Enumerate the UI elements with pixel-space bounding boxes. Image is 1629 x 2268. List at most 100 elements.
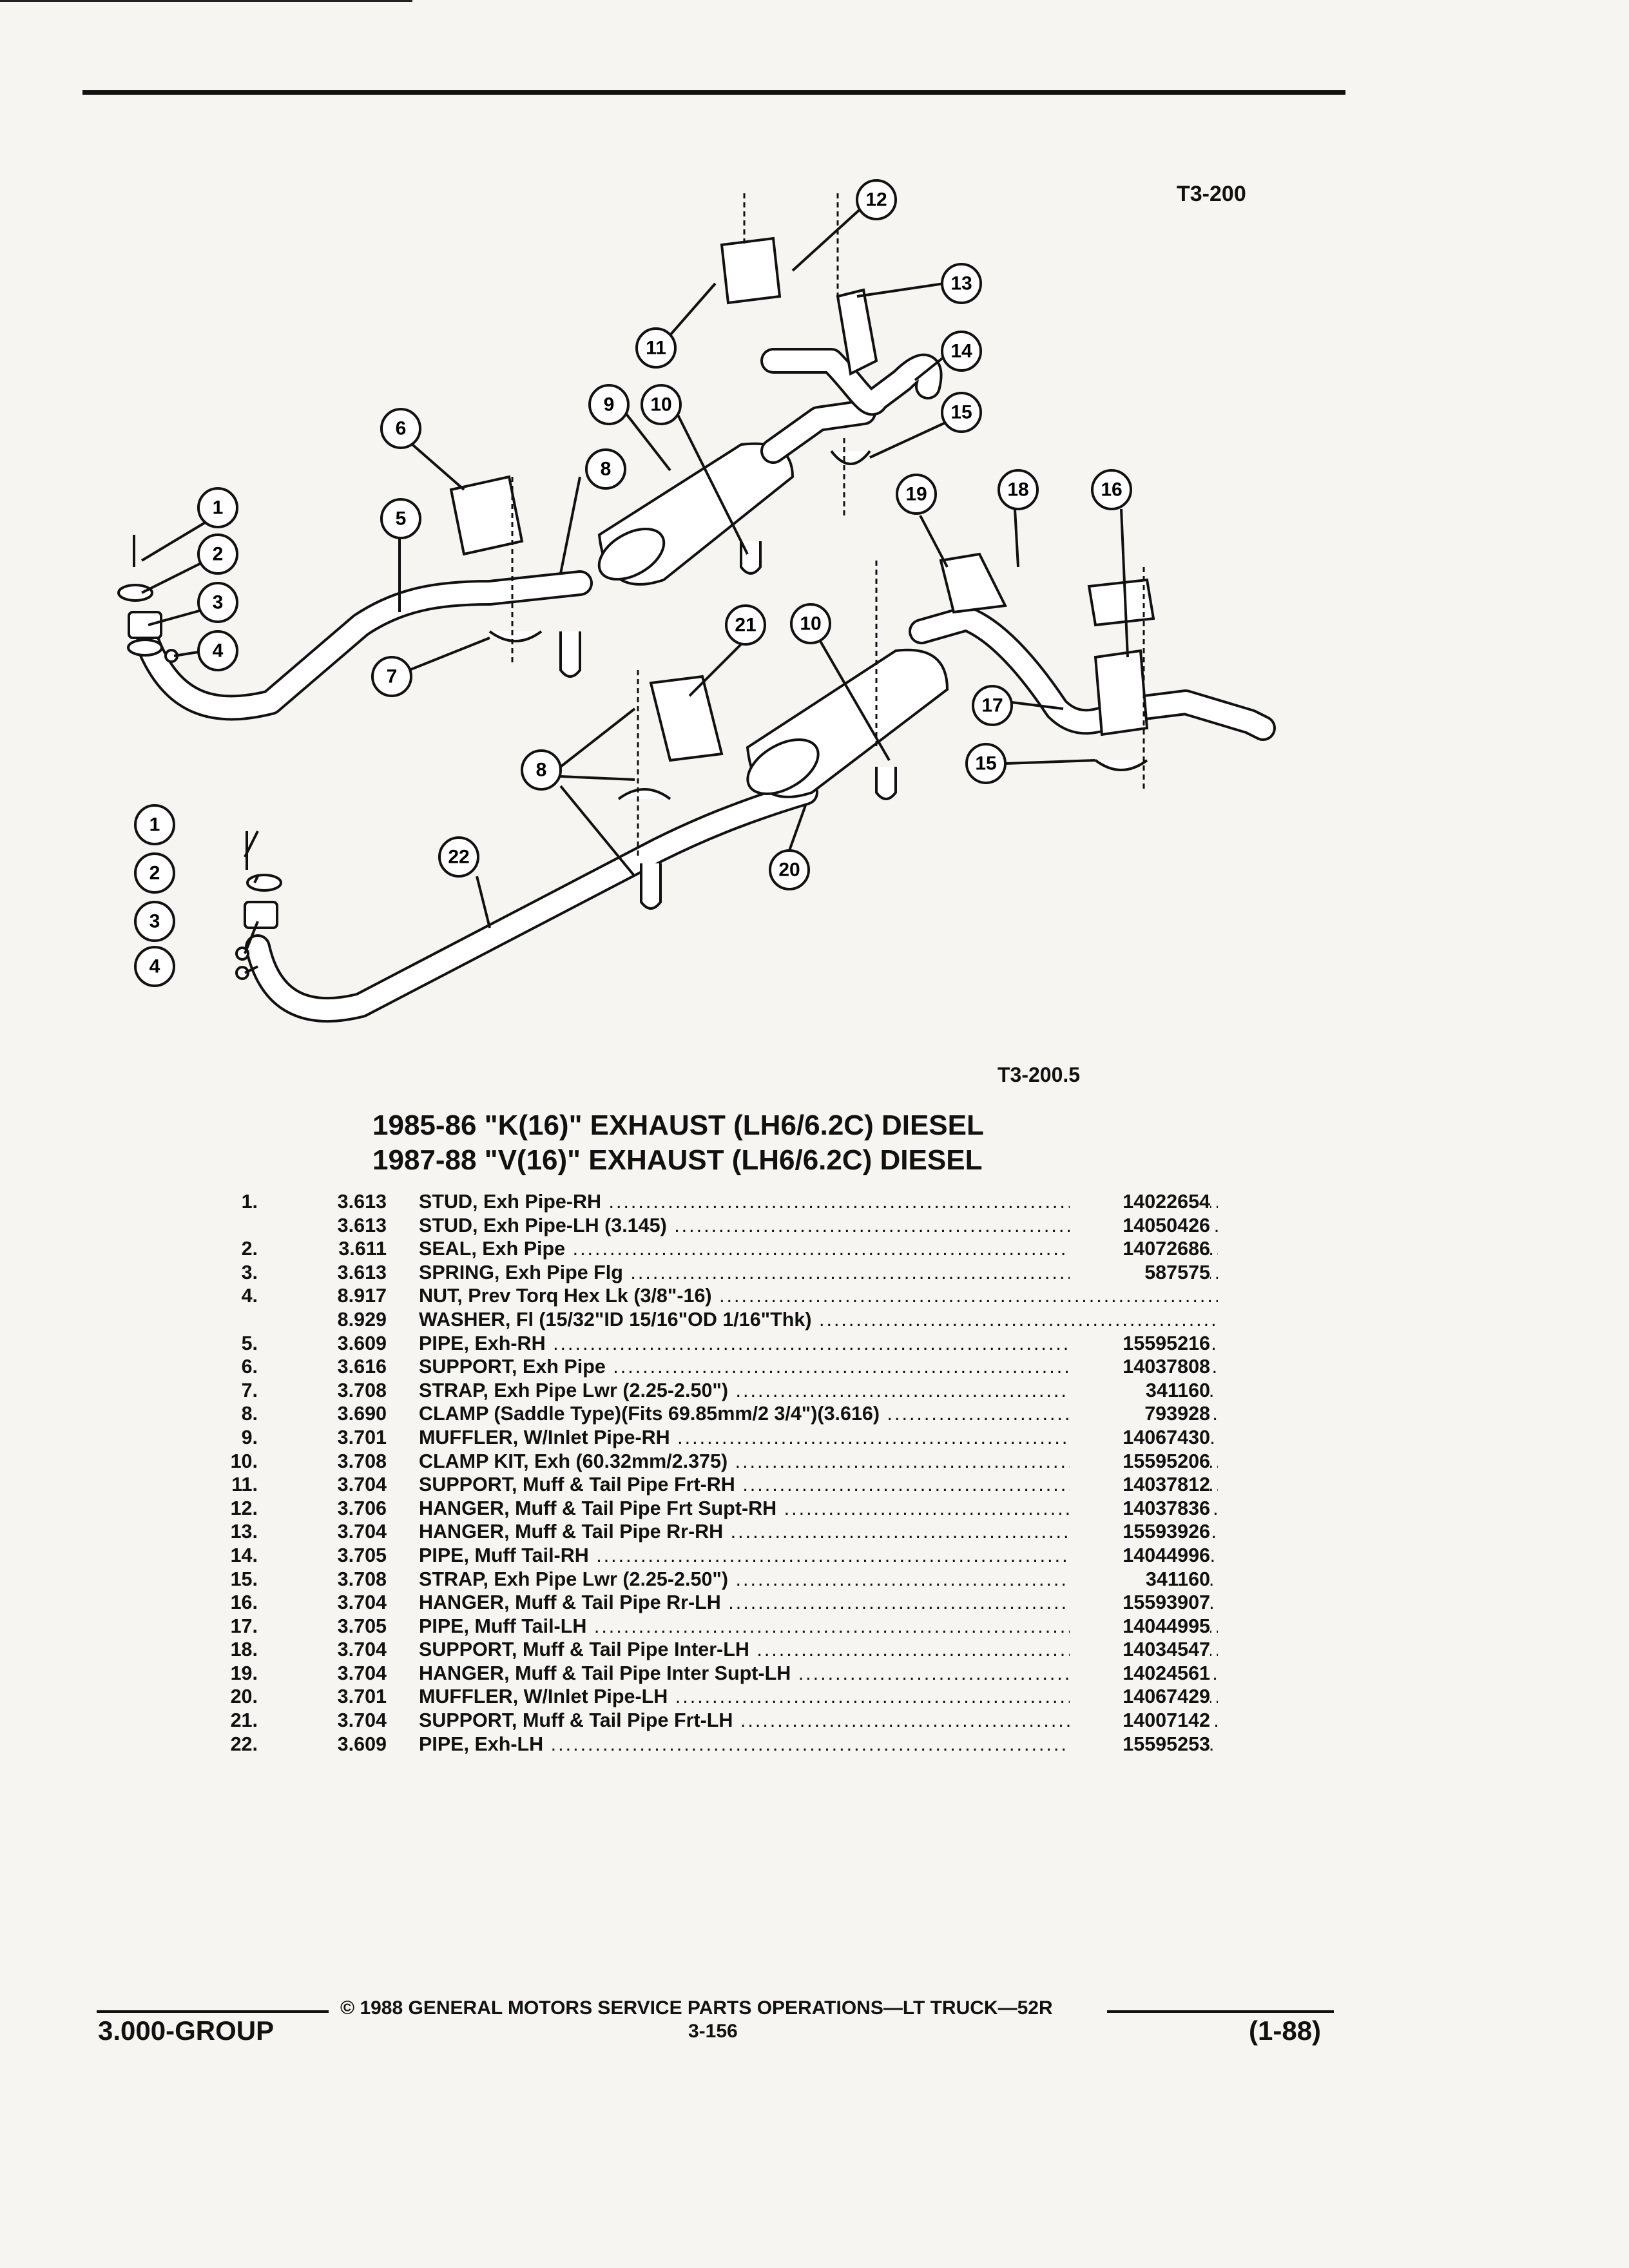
part-number-index: 18. xyxy=(230,1639,258,1661)
part-description-text: PIPE, Exh-LH xyxy=(419,1733,544,1755)
group-number: 3.704 xyxy=(337,1639,387,1661)
part-number: 14024561 xyxy=(1070,1662,1210,1685)
group-number: 3.708 xyxy=(337,1379,387,1401)
svg-text:1: 1 xyxy=(213,497,224,519)
part-number-index: 22. xyxy=(230,1733,258,1755)
callout-1-lower: 1 xyxy=(134,804,175,845)
rh-exhaust-pipe xyxy=(135,570,593,721)
footer-rule-right xyxy=(1107,2010,1334,2013)
dot-leader: ........................................… xyxy=(719,1285,1218,1307)
part-number: 14072686 xyxy=(1070,1238,1210,1261)
parts-row: 8.929 WASHER, Fl (15/32"ID 15/16"OD 1/16"… xyxy=(180,1309,1224,1332)
svg-text:2: 2 xyxy=(149,863,160,884)
callout-5: 5 xyxy=(380,498,421,539)
part-number-index: 5. xyxy=(241,1332,258,1354)
part-description-text: PIPE, Muff Tail-LH xyxy=(419,1615,587,1637)
part-number-index: 14. xyxy=(230,1544,258,1566)
part-description-text: CLAMP (Saddle Type)(Fits 69.85mm/2 3/4")… xyxy=(419,1403,880,1425)
part-description-text: SPRING, Exh Pipe Flg xyxy=(419,1261,623,1283)
callout-15-upper: 15 xyxy=(941,392,982,433)
svg-text:10: 10 xyxy=(800,613,821,635)
callout-10-lower: 10 xyxy=(790,603,831,644)
part-description-text: SUPPORT, Muff & Tail Pipe Inter-LH xyxy=(419,1639,749,1661)
part-number-index: 4. xyxy=(241,1285,258,1307)
callout-12: 12 xyxy=(856,179,897,220)
part-number-index: 10. xyxy=(230,1450,258,1472)
part-number: 15593907 xyxy=(1070,1591,1210,1615)
part-number: 15595253 xyxy=(1070,1733,1210,1756)
group-number: 3.704 xyxy=(337,1709,387,1732)
callout-18: 18 xyxy=(998,469,1039,510)
lh-exhaust-pipe xyxy=(245,780,818,1023)
svg-text:8: 8 xyxy=(601,459,612,480)
callout-4-lower: 4 xyxy=(134,946,175,987)
svg-text:17: 17 xyxy=(981,695,1003,716)
svg-text:3: 3 xyxy=(149,911,160,932)
group-number: 3.704 xyxy=(337,1521,387,1543)
part-description-text: SUPPORT, Muff & Tail Pipe Frt-RH xyxy=(419,1474,735,1496)
group-label: 3.000-GROUP xyxy=(98,2015,275,2046)
callout-1-upper: 1 xyxy=(197,487,238,528)
part-number: 14037808 xyxy=(1070,1356,1210,1379)
group-number: 3.705 xyxy=(337,1615,387,1637)
callout-17: 17 xyxy=(972,685,1013,726)
rh-flange-parts xyxy=(117,535,178,663)
page-number: 3-156 xyxy=(688,2021,738,2042)
part-description: NUT, Prev Torq Hex Lk (3/8"-16) ........… xyxy=(419,1285,1218,1307)
group-number: 3.616 xyxy=(337,1356,387,1378)
part-number-index: 12. xyxy=(230,1497,258,1519)
callout-3-upper: 3 xyxy=(197,582,238,623)
part-number: 14044996 xyxy=(1070,1544,1210,1567)
rh-muffler xyxy=(597,399,876,586)
svg-text:22: 22 xyxy=(448,847,469,868)
group-number: 3.613 xyxy=(337,1191,387,1213)
part-number: 14007142 xyxy=(1070,1709,1210,1733)
part-number: 14034547 xyxy=(1070,1639,1210,1662)
part-description: WASHER, Fl (15/32"ID 15/16"OD 1/16"Thk) … xyxy=(419,1309,1218,1331)
callout-20: 20 xyxy=(769,849,810,890)
svg-text:11: 11 xyxy=(646,338,666,359)
callout-4-upper: 4 xyxy=(197,630,238,671)
svg-text:20: 20 xyxy=(778,860,800,881)
part-description-text: MUFFLER, W/Inlet Pipe-RH xyxy=(419,1426,670,1448)
group-number: 3.704 xyxy=(337,1662,387,1684)
part-number: 587575 xyxy=(1070,1261,1210,1284)
leader-lines xyxy=(140,205,1129,974)
part-number-index: 3. xyxy=(241,1261,258,1283)
svg-text:18: 18 xyxy=(1007,479,1028,501)
part-number: 14067430 xyxy=(1070,1426,1210,1449)
copyright-notice: © 1988 GENERAL MOTORS SERVICE PARTS OPER… xyxy=(340,1997,1053,2019)
group-number: 3.704 xyxy=(337,1591,387,1614)
part-description-text: HANGER, Muff & Tail Pipe Rr-RH xyxy=(419,1521,724,1543)
part-number-index: 8. xyxy=(241,1403,258,1425)
exhaust-diagram: 1 2 3 4 5 6 7 8 9 10 11 12 13 14 15 16 1… xyxy=(117,179,1276,1023)
part-number: 15593926 xyxy=(1070,1521,1210,1544)
part-description-text: SEAL, Exh Pipe xyxy=(419,1238,566,1260)
part-number-index: 21. xyxy=(230,1709,258,1732)
svg-text:7: 7 xyxy=(387,666,398,687)
part-number: 14022654 xyxy=(1070,1191,1210,1213)
callout-3-lower: 3 xyxy=(134,901,175,942)
callout-15-lower: 15 xyxy=(965,743,1007,784)
part-description-text: STRAP, Exh Pipe Lwr (2.25-2.50") xyxy=(419,1568,729,1590)
part-description-text: HANGER, Muff & Tail Pipe Rr-LH xyxy=(419,1591,721,1614)
svg-text:4: 4 xyxy=(213,640,224,662)
part-number-index: 6. xyxy=(241,1356,258,1378)
group-number: 3.613 xyxy=(337,1214,387,1236)
group-number: 8.929 xyxy=(337,1308,387,1331)
part-number: 341160 xyxy=(1070,1568,1210,1591)
lh-muffler xyxy=(746,648,949,798)
svg-text:3: 3 xyxy=(213,592,224,613)
